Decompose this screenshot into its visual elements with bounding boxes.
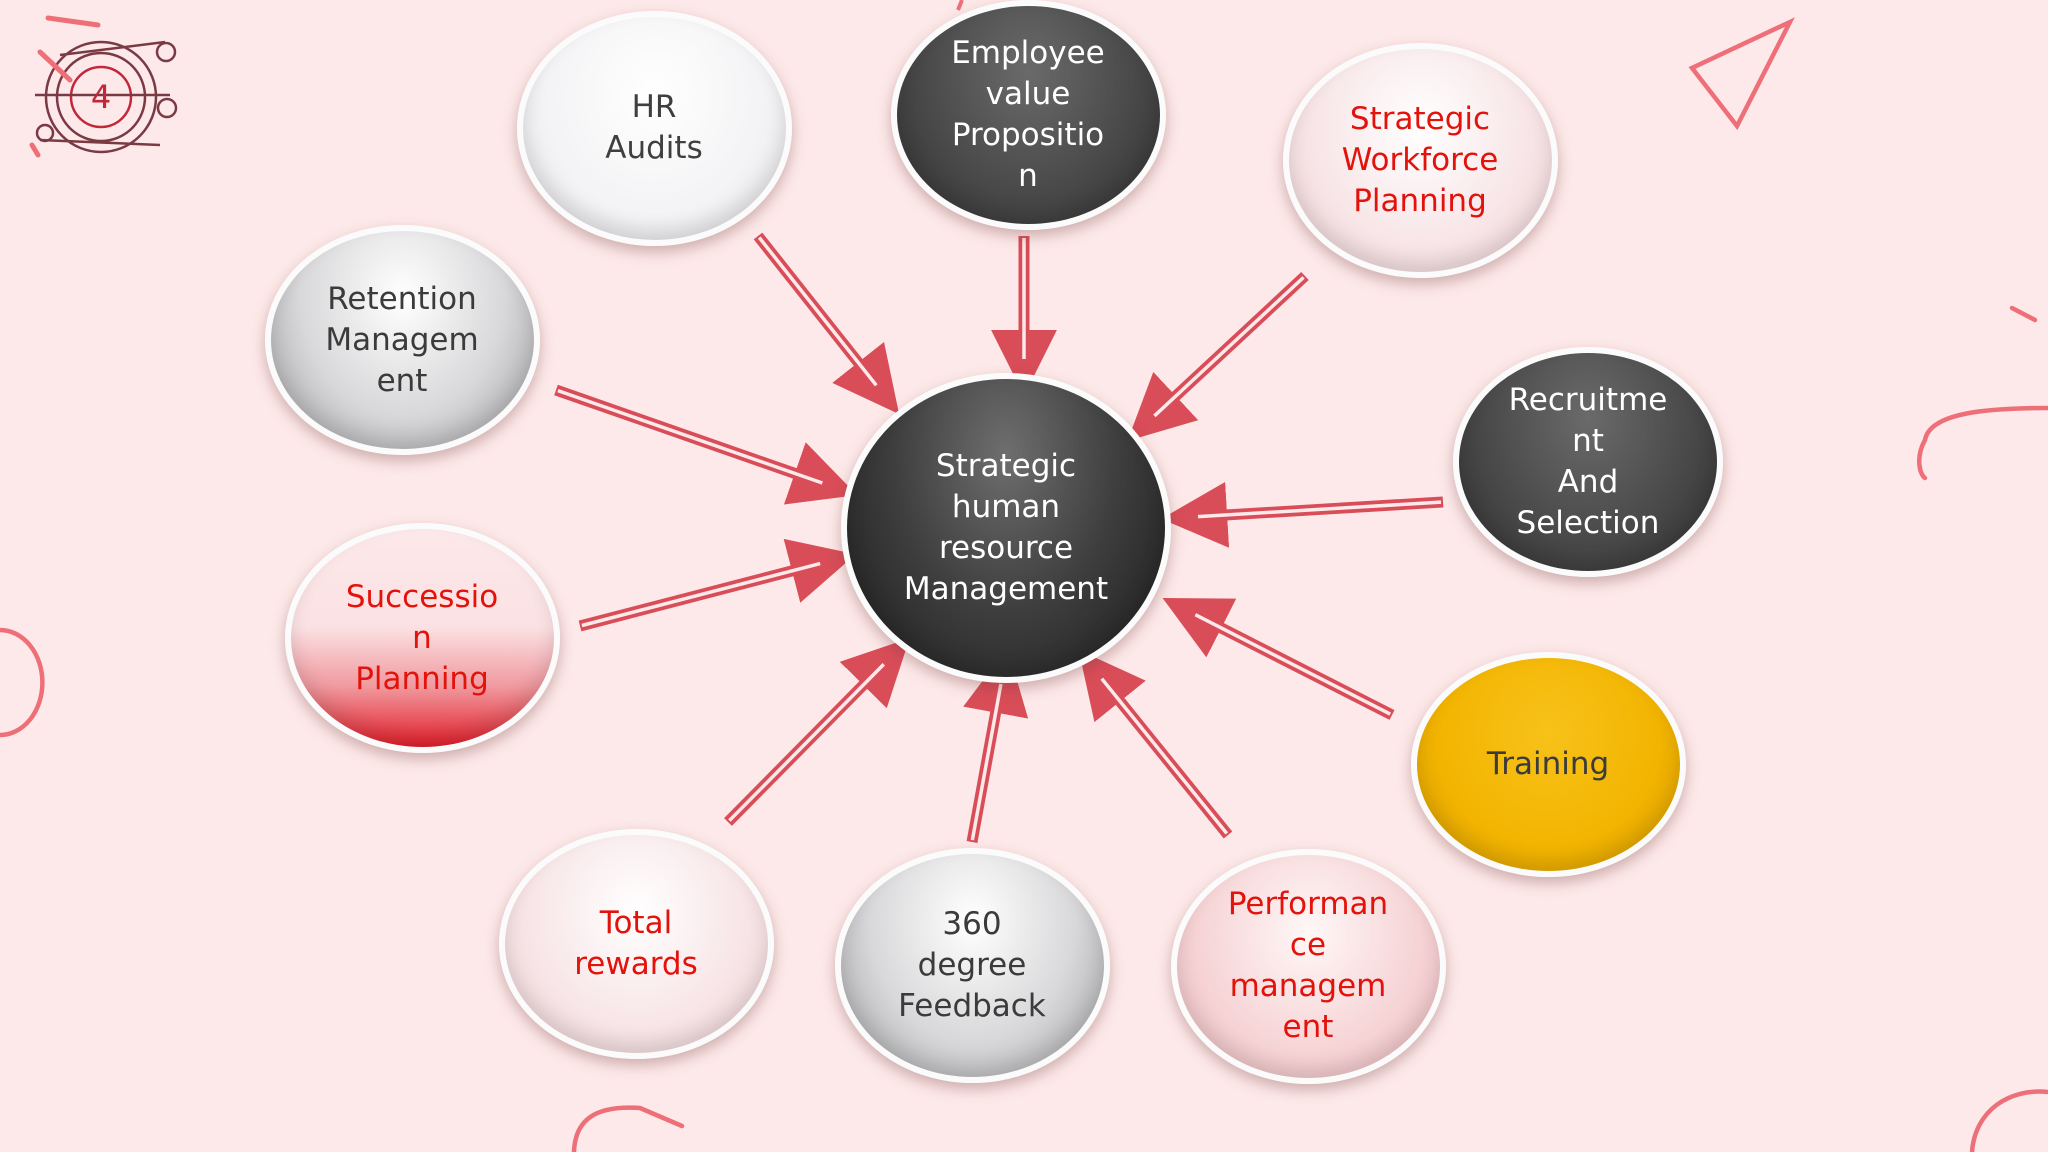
bottom-arc-icon xyxy=(571,1105,685,1152)
node-360-degree-feedback: 360 degree Feedback xyxy=(834,847,1110,1083)
node-label: Employee value Propositio n xyxy=(951,35,1105,194)
node-recruitment-and-selection: Recruitme nt And Selection xyxy=(1453,347,1723,577)
corner-dash-icon xyxy=(29,15,101,158)
arrow-succession-planning xyxy=(578,538,856,632)
right-curve-icon xyxy=(1917,405,2048,481)
node-label: Total rewards xyxy=(574,905,698,982)
node-employee-value-proposition: Employee value Propositio n xyxy=(890,0,1166,230)
left-half-circle-icon xyxy=(0,627,45,738)
node-label: Recruitme nt And Selection xyxy=(1508,382,1668,541)
node-strategic-workforce-planning: Strategic Workforce Planning xyxy=(1282,42,1558,278)
node-succession-planning: Successio n Planning xyxy=(284,523,560,753)
node-label: HR Audits xyxy=(605,89,703,166)
node-label: Performan ce managem ent xyxy=(1227,886,1389,1045)
arrow-total-rewards xyxy=(724,638,910,826)
node-strategic-hrm: Strategic human resource Management xyxy=(841,373,1171,683)
node-label: Strategic Workforce Planning xyxy=(1341,100,1499,219)
right-dash-icon xyxy=(2009,305,2038,323)
arrow-strategic-workforce-planning xyxy=(1127,271,1309,441)
arrow-performance-management xyxy=(1078,650,1233,839)
top-tick-icon xyxy=(956,0,964,11)
arrow-hr-audits xyxy=(753,232,900,415)
node-training: Training xyxy=(1410,651,1686,877)
node-label: Training xyxy=(1486,745,1610,782)
triangle-outline-icon xyxy=(1688,17,1795,131)
node-label: Strategic human resource Management xyxy=(903,448,1109,607)
node-retention-management: Retention Managem ent xyxy=(264,225,540,455)
bottom-right-arc-icon xyxy=(1969,1089,2048,1152)
arrow-recruitment-and-selection xyxy=(1161,481,1444,548)
node-hr-audits: HR Audits xyxy=(516,10,792,246)
slide-number: 4 xyxy=(90,78,112,116)
arrow-360-degree-feedback xyxy=(963,647,1029,843)
node-label: Successio n Planning xyxy=(345,578,499,697)
node-performance-management: Performan ce managem ent xyxy=(1170,848,1446,1084)
node-label: Retention Managem ent xyxy=(325,280,479,399)
node-total-rewards: Total rewards xyxy=(498,829,774,1059)
arrow-training xyxy=(1162,598,1395,720)
node-label: 360 degree Feedback xyxy=(898,905,1046,1024)
arrow-retention-management xyxy=(554,384,858,505)
slide-number-badge-icon xyxy=(35,40,178,154)
